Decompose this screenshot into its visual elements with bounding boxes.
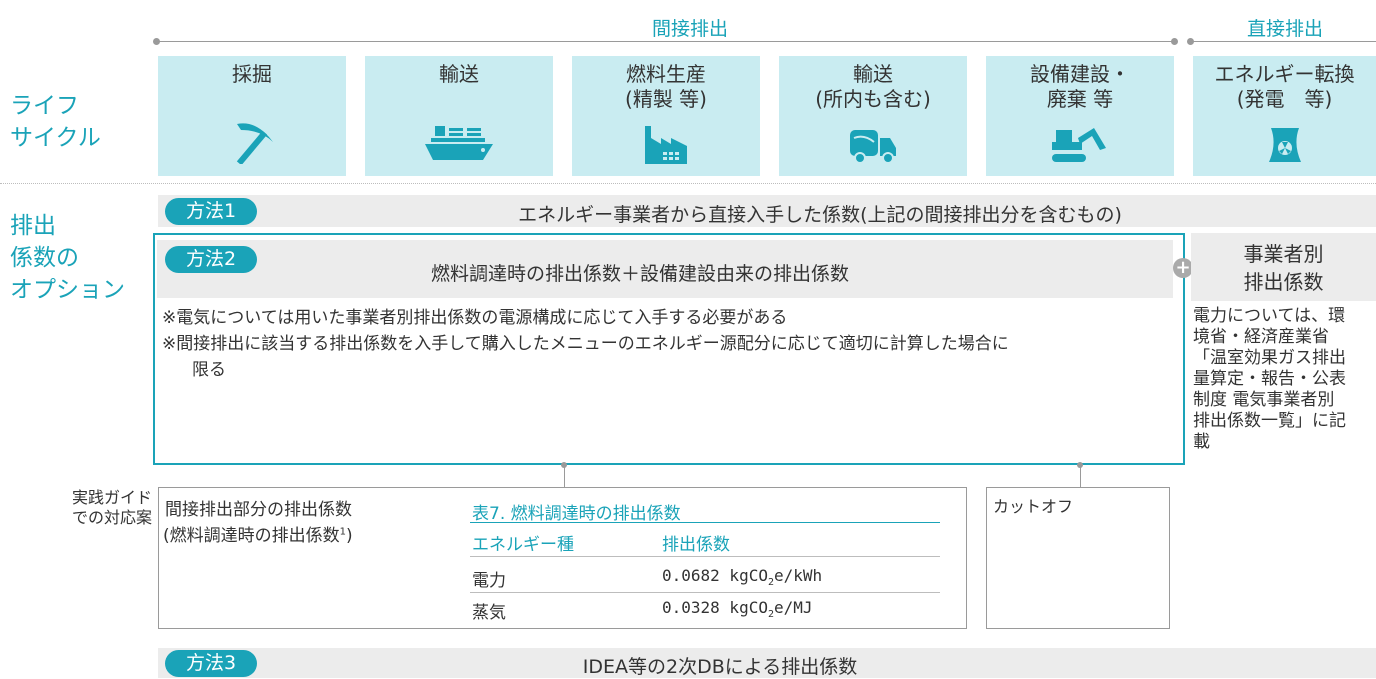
lifecycle-box-construction: 設備建設・ 廃棄 等 [986, 56, 1174, 176]
direct-header-line [1191, 41, 1376, 42]
connector-guide-dot [561, 462, 567, 468]
table-row-type: 蒸気 [472, 603, 506, 623]
indirect-factor-title: 間接排出部分の排出係数 [165, 500, 352, 520]
indirect-factor-box [158, 487, 967, 629]
method3-bar [158, 648, 1376, 678]
lifecycle-box-mining: 採掘 [158, 56, 346, 176]
direct-emission-header: 直接排出 [1246, 18, 1323, 40]
options-label: 排出 係数の オプション [10, 210, 125, 306]
table-header-factor: 排出係数 [662, 535, 730, 555]
table-row-type: 電力 [472, 571, 506, 591]
supplier-factor-title: 事業者別 排出係数 [1243, 242, 1324, 294]
direct-line-start-dot [1187, 38, 1194, 45]
table-row-line [470, 592, 940, 593]
method2-note2: ※間接排出に該当する排出係数を入手して購入したメニューのエネルギー源配分に応じて… [162, 334, 1009, 354]
method1-pill: 方法1 [165, 198, 257, 225]
options-label-line1: 排出 [10, 213, 56, 239]
connector-cutoff [1080, 465, 1081, 487]
options-label-line3: オプション [10, 277, 125, 303]
practice-guide-label: 実践ガイド での対応案 [71, 488, 152, 527]
power-plant-icon [1268, 128, 1301, 162]
method2-frame [153, 233, 1185, 465]
truck-icon [850, 130, 896, 164]
method2-pill: 方法2 [165, 246, 257, 273]
table-row-value: 0.0328 kgCO2e/MJ [662, 598, 813, 621]
method1-bar [158, 195, 1376, 227]
connector-guide [564, 465, 565, 487]
lifecycle-box-label: 設備建設・ 廃棄 等 [1030, 62, 1130, 111]
header-line-end-dot [1171, 38, 1178, 45]
lifecycle-box-inhouse-transport: 輸送 (所内も含む) [779, 56, 967, 176]
supplier-factor-bar [1191, 233, 1376, 301]
indirect-header-line [157, 41, 1175, 42]
method1-text: エネルギー事業者から直接入手した係数(上記の間接排出分を含むもの) [518, 204, 1122, 226]
indirect-factor-sub: (燃料調達時の排出係数1) [163, 526, 353, 546]
table-row-value: 0.0682 kgCO2e/kWh [662, 566, 823, 589]
pickaxe-icon [236, 123, 273, 164]
method2-note1: ※電気については用いた事業者別排出係数の電源構成に応じて入手する必要がある [162, 308, 788, 328]
cutoff-label: カットオフ [993, 497, 1074, 516]
lifecycle-box-label: 採掘 [232, 62, 272, 86]
method3-pill: 方法3 [165, 650, 257, 677]
header-line-start-dot [153, 38, 160, 45]
lifecycle-box-label: エネルギー転換 (発電 等) [1214, 62, 1355, 111]
cutoff-box [986, 487, 1170, 629]
method3-text: IDEA等の2次DBによる排出係数 [582, 656, 858, 678]
lifecycle-label-line2: サイクル [10, 125, 101, 151]
method2-bar [157, 240, 1173, 298]
section-divider [0, 183, 1376, 184]
supplier-factor-note: 電力については、環 境省・経済産業省 「温室効果ガス排出 量算定・報告・公表 制… [1193, 306, 1346, 452]
options-label-line2: 係数の [10, 245, 79, 271]
lifecycle-label: ライフ サイクル [10, 90, 101, 154]
table-title: 表7. 燃料調達時の排出係数 [472, 504, 681, 524]
lifecycle-box-transport: 輸送 [365, 56, 553, 176]
lifecycle-box-label: 燃料生産 (精製 等) [625, 62, 707, 111]
lifecycle-box-label: 輸送 [439, 62, 479, 86]
indirect-emission-header: 間接排出 [651, 18, 728, 40]
lifecycle-box-energy-conversion: エネルギー転換 (発電 等) [1193, 56, 1376, 176]
ship-icon [425, 126, 493, 160]
excavator-icon [1052, 128, 1106, 162]
connector-cutoff-dot [1077, 462, 1083, 468]
table-title-underline [470, 522, 940, 523]
table-header-line [470, 556, 940, 557]
lifecycle-label-line1: ライフ [10, 93, 79, 119]
table-header-type: エネルギー種 [472, 535, 574, 555]
method2-text: 燃料調達時の排出係数＋設備建設由来の排出係数 [430, 263, 849, 285]
lifecycle-box-fuel-production: 燃料生産 (精製 等) [572, 56, 760, 176]
lifecycle-box-label: 輸送 (所内も含む) [815, 62, 931, 111]
plus-icon: + [1173, 258, 1193, 278]
factory-icon [645, 126, 687, 164]
method2-note2-cont: 限る [192, 360, 226, 380]
